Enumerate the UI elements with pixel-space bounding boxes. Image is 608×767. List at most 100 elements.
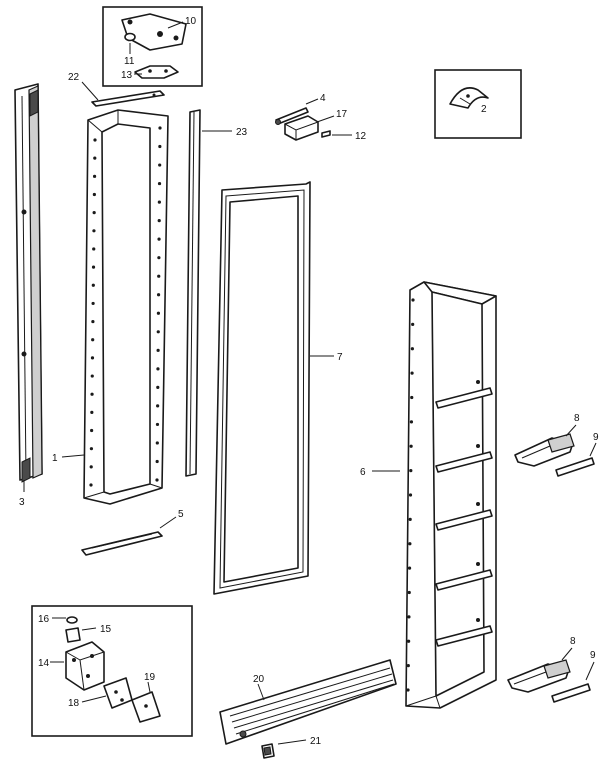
liner-hole — [407, 590, 411, 595]
callout-1: 1 — [52, 453, 85, 464]
callout-9-upper: 9 — [589, 432, 599, 457]
liner-hole — [406, 688, 410, 692]
svg-text:6: 6 — [360, 467, 366, 478]
callout-2: 2 — [481, 104, 487, 115]
callout-21: 21 — [277, 736, 322, 747]
callout-11: 11 — [124, 43, 135, 67]
frame-hole — [90, 374, 94, 378]
frame-hole — [157, 274, 161, 278]
part-5-bottom-strip — [81, 531, 163, 556]
frame-hole — [156, 367, 160, 371]
liner-hole — [409, 420, 414, 424]
frame-hole — [89, 483, 93, 487]
frame-hole — [158, 144, 162, 149]
frame-hole — [90, 428, 94, 433]
svg-text:9: 9 — [593, 432, 599, 443]
liner-hole — [410, 395, 414, 400]
shelf-peg — [476, 502, 480, 506]
frame-hole — [155, 478, 159, 482]
callout-7: 7 — [310, 352, 343, 363]
callout-8-lower: 8 — [561, 636, 576, 661]
shelf-peg — [476, 444, 480, 448]
liner-hole — [408, 493, 413, 497]
liner-hole — [408, 517, 412, 521]
liner-hole — [410, 347, 414, 351]
frame-hole — [91, 265, 96, 269]
frame-hole — [157, 237, 161, 241]
part-4-screw — [275, 107, 309, 125]
callout-14: 14 — [38, 658, 64, 669]
callout-6: 6 — [360, 467, 400, 478]
frame-hole — [158, 126, 162, 130]
part-12-screw — [321, 130, 331, 138]
frame-hole — [158, 163, 162, 167]
frame-hole — [156, 311, 161, 315]
frame-hole — [156, 348, 160, 352]
frame-hole — [156, 404, 160, 408]
svg-text:3: 3 — [19, 497, 25, 508]
svg-text:5: 5 — [178, 509, 184, 520]
liner-shelf — [435, 509, 493, 531]
liner-hole — [407, 639, 411, 643]
part-1-door-frame — [83, 109, 169, 505]
part-21-clip — [261, 743, 275, 759]
svg-text:14: 14 — [38, 658, 50, 669]
inset-box-hinge-parts — [102, 6, 203, 87]
callout-23: 23 — [202, 127, 248, 138]
frame-hole — [90, 392, 94, 396]
liner-hole — [407, 566, 412, 570]
frame-hole — [90, 410, 94, 414]
svg-text:13: 13 — [121, 70, 133, 81]
callout-4: 4 — [305, 93, 326, 105]
liner-shelf — [435, 625, 493, 647]
svg-text:8: 8 — [574, 413, 580, 424]
part-17-block — [284, 115, 319, 141]
callout-5: 5 — [159, 509, 184, 529]
liner-shelf — [435, 451, 493, 473]
svg-text:4: 4 — [320, 93, 326, 104]
part-6-door-liner — [405, 281, 497, 709]
svg-text:16: 16 — [38, 614, 50, 625]
svg-text:15: 15 — [100, 624, 112, 635]
liner-shelf — [435, 569, 493, 591]
frame-hole — [157, 219, 161, 223]
frame-hole — [91, 301, 95, 306]
frame-hole — [92, 174, 97, 178]
shelf-peg — [476, 380, 480, 384]
part-23-thin-rail — [185, 109, 201, 477]
svg-text:8: 8 — [570, 636, 576, 647]
svg-text:2: 2 — [481, 104, 487, 115]
part-22-top-bar — [91, 90, 165, 107]
liner-hole — [410, 371, 414, 375]
part-20-bottom-trim — [219, 659, 397, 745]
liner-hole — [411, 322, 415, 326]
liner-hole — [409, 444, 413, 448]
svg-text:20: 20 — [253, 674, 265, 685]
frame-hole — [156, 293, 161, 297]
callout-16: 16 — [38, 614, 66, 625]
callout-8-upper: 8 — [565, 413, 580, 437]
callout-15: 15 — [81, 624, 112, 635]
frame-hole — [91, 338, 95, 342]
frame-hole — [157, 200, 161, 204]
part-6-holes — [406, 298, 415, 692]
liner-hole — [411, 298, 415, 302]
part-9-strip-lower — [551, 683, 591, 703]
svg-text:21: 21 — [310, 736, 322, 747]
frame-hole — [91, 283, 95, 287]
part-3-rail — [14, 83, 43, 483]
svg-text:12: 12 — [355, 131, 367, 142]
shelf-peg — [476, 618, 480, 622]
svg-text:18: 18 — [68, 698, 80, 709]
svg-text:9: 9 — [590, 650, 596, 661]
liner-hole — [406, 664, 410, 668]
frame-hole — [92, 192, 96, 197]
frame-hole — [93, 156, 97, 160]
svg-text:22: 22 — [68, 72, 80, 83]
liner-shelf — [435, 387, 493, 409]
part-7-gasket — [213, 181, 311, 595]
frame-hole — [93, 138, 97, 142]
frame-hole — [157, 181, 162, 186]
part-6-shelves — [435, 380, 493, 647]
